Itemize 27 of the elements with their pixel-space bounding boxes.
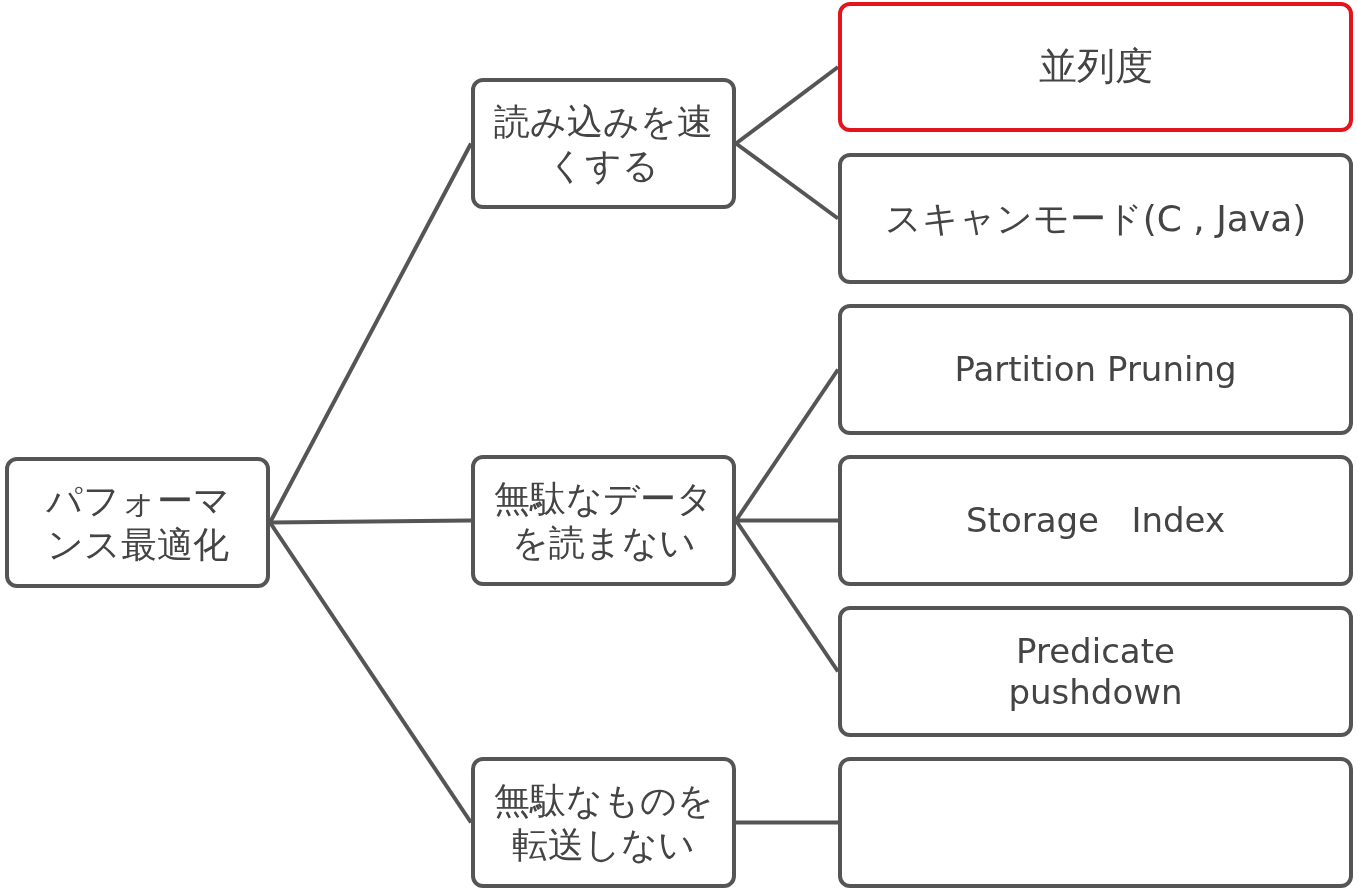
box-label: 読み込みを速くする bbox=[493, 100, 714, 187]
box-label: Predicate pushdown bbox=[1007, 630, 1184, 713]
category-box bbox=[471, 78, 736, 209]
connector-line bbox=[734, 368, 840, 522]
box-label: 無駄なものを転送しない bbox=[493, 779, 714, 866]
category-box bbox=[5, 457, 270, 588]
empty-box bbox=[838, 757, 1353, 888]
box-label: 並列度 bbox=[1038, 44, 1153, 90]
connector-line bbox=[268, 521, 473, 824]
connector-line bbox=[736, 518, 838, 523]
box-label: スキャンモード(C , Java) bbox=[884, 196, 1307, 241]
category-box bbox=[838, 455, 1353, 586]
connector-line bbox=[734, 141, 840, 221]
category-box bbox=[471, 455, 736, 586]
connector-line bbox=[734, 519, 840, 673]
category-box bbox=[838, 304, 1353, 435]
connector-line bbox=[736, 820, 838, 825]
connector-line bbox=[734, 65, 840, 146]
box-label: パフォーマンス最適化 bbox=[44, 479, 231, 566]
category-box bbox=[838, 606, 1353, 737]
box-label: Partition Pruning bbox=[954, 349, 1237, 390]
box-label: 無駄なデータを読まない bbox=[493, 477, 714, 564]
connector-line bbox=[269, 518, 472, 525]
box-label: Storage Index bbox=[965, 500, 1226, 541]
category-box bbox=[471, 757, 736, 888]
category-box bbox=[838, 153, 1353, 284]
category-box bbox=[838, 2, 1353, 132]
